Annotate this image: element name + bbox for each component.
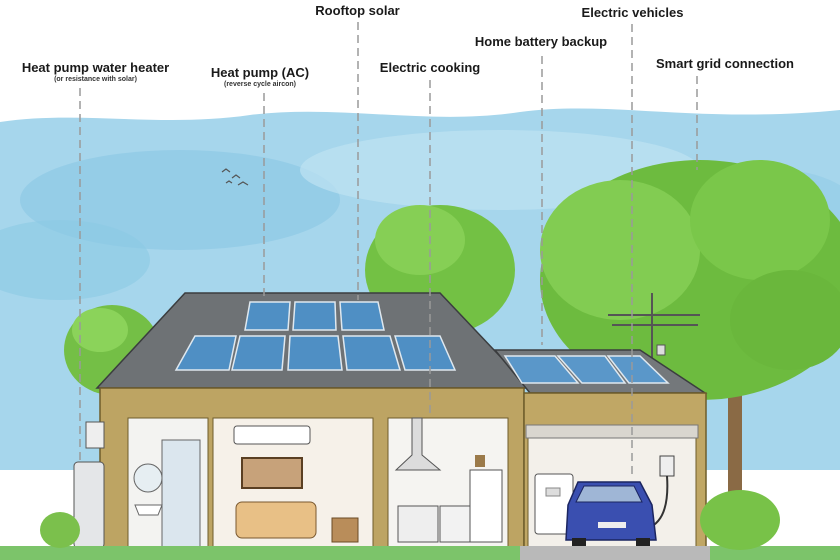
ev-charger (659, 455, 675, 477)
label-smart-grid-connection-title: Smart grid connection (656, 56, 794, 71)
range-hood (394, 417, 442, 471)
leader-lines (79, 22, 698, 478)
label-home-battery-backup: Home battery backup (466, 34, 616, 49)
tree-right (540, 160, 840, 520)
solar-panels (174, 301, 457, 371)
garage-solar-panels (503, 355, 670, 384)
fridge (469, 469, 503, 543)
label-rooftop-solar-title: Rooftop solar (315, 3, 400, 18)
label-smart-grid-connection: Smart grid connection (645, 56, 805, 71)
power-pole (608, 293, 700, 365)
label-heat-pump-water-heater-subtitle: (or resistance with solar) (54, 76, 137, 83)
label-heat-pump-ac-title: Heat pump (AC) (210, 65, 310, 80)
sofa (235, 501, 317, 539)
label-home-battery-backup-title: Home battery backup (474, 34, 608, 49)
label-heat-pump-water-heater: Heat pump water heater (or resistance wi… (8, 60, 183, 84)
label-heat-pump-water-heater-title: Heat pump water heater (21, 60, 170, 75)
lawn (0, 546, 840, 560)
label-electric-cooking: Electric cooking (370, 60, 490, 75)
electric-car (565, 481, 657, 548)
label-heat-pump-ac-subtitle: (reverse cycle aircon) (224, 81, 296, 88)
label-heat-pump-ac: Heat pump (AC) (reverse cycle aircon) (195, 65, 325, 89)
label-electric-vehicles-title: Electric vehicles (581, 5, 684, 20)
label-electric-vehicles: Electric vehicles (570, 5, 695, 20)
driveway (520, 546, 710, 560)
label-electric-cooking-title: Electric cooking (379, 60, 481, 75)
air-conditioner (233, 425, 311, 445)
label-rooftop-solar: Rooftop solar (300, 3, 415, 18)
birds (221, 168, 249, 186)
